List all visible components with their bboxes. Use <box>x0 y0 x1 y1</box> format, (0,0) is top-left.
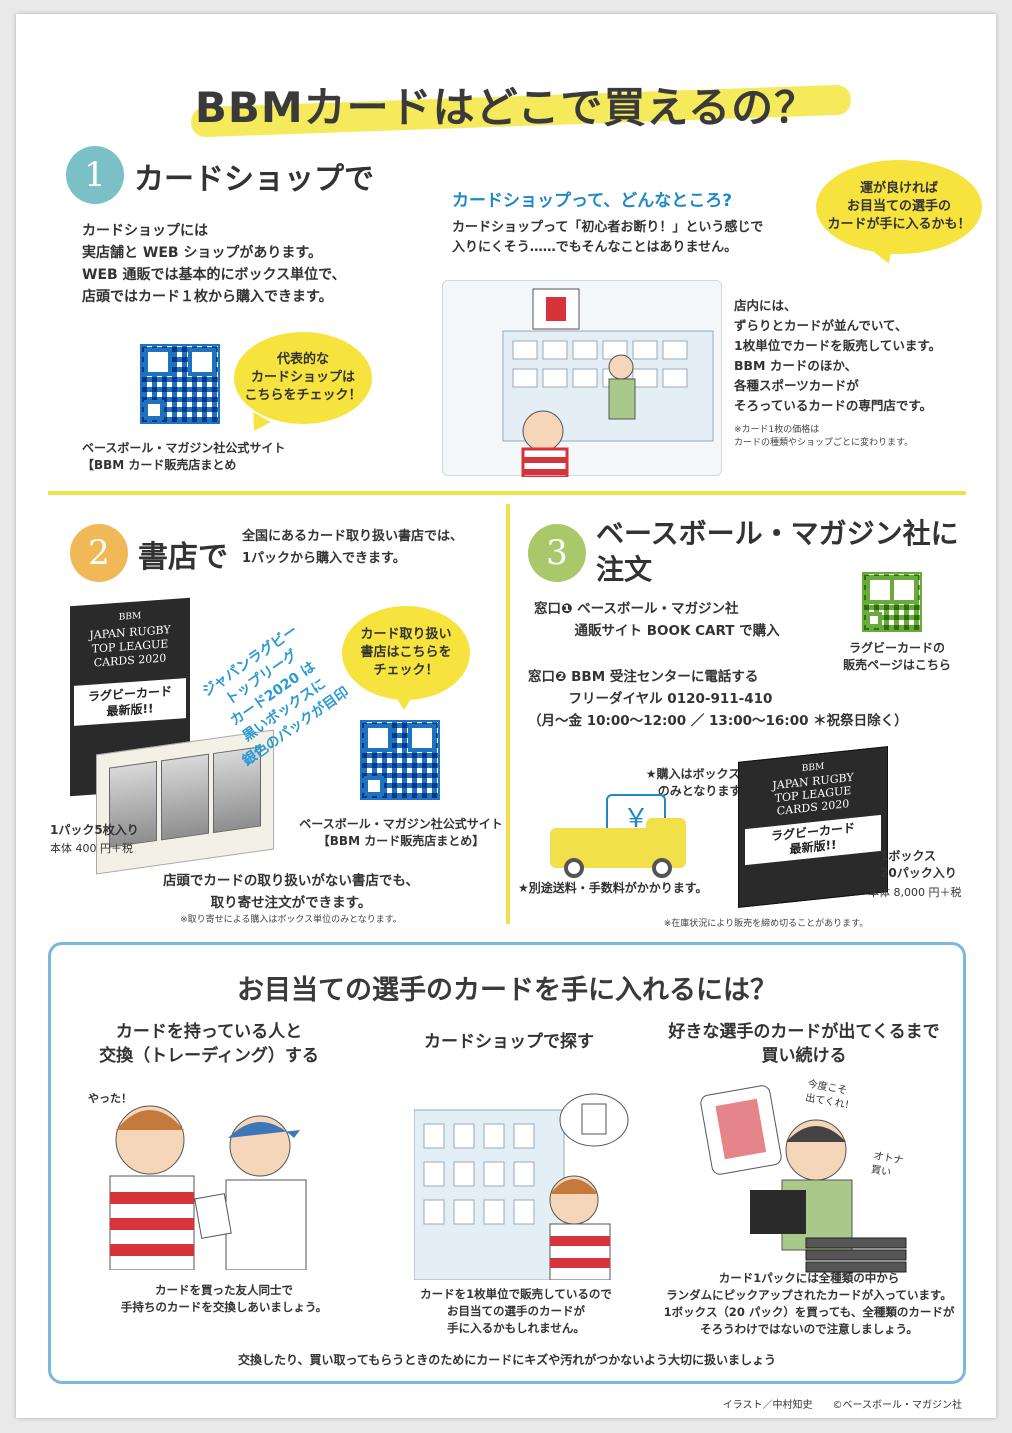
product-box-large: BBM JAPAN RUGBY TOP LEAGUE CARDS 2020 ラグ… <box>738 746 888 908</box>
tip-buy-heading: 好きな選手のカードが出てくるまで 買い続ける <box>668 1022 940 1066</box>
box-buying-illustration <box>696 1070 936 1280</box>
section2-note: ※取り寄せによる購入はボックス単位のみとなります。 <box>180 915 402 925</box>
section3-number: 3 <box>528 524 586 582</box>
section1-qr-caption: ベースボール・マガジン社公式サイト 【BBM カード販売店まとめ <box>82 441 286 472</box>
trading-illustration <box>80 1080 340 1271</box>
section3-note: ※在庫状況により販売を締め切ることがあります。 <box>663 919 869 929</box>
order-window-2: 窓口❷ BBM 受注センターに電話する フリーダイヤル 0120-911-410… <box>528 669 908 729</box>
page-title: BBMカードはどこで買えるの？ <box>194 83 818 132</box>
trading-drawing <box>109 1105 307 1271</box>
shop-description: 店内には、 ずらりとカードが並んでいて、 1枚単位でカードを販売しています。 B… <box>734 298 942 413</box>
pack-info: 1パック5枚入り <box>50 823 139 837</box>
card-search-drawing <box>413 1093 629 1281</box>
tip-shop-heading: カードショップで探す <box>424 1032 594 1052</box>
qr-code-book-cart[interactable] <box>862 572 922 632</box>
qr-code-shops[interactable] <box>140 344 220 424</box>
truck-wheel <box>564 858 584 878</box>
card-shop-drawing <box>502 288 714 479</box>
tip-trade-text: カードを買った友人同士で 手持ちのカードを交換しあいましょう。 <box>120 1283 328 1314</box>
tips-title: お目当ての選手のカードを手に入れるには？ <box>237 975 777 1006</box>
tip-buy-text: カード1パックには全種類の中から ランダムにピックアップされたカードが入っていま… <box>663 1271 955 1336</box>
card-shop-illustration <box>442 280 722 479</box>
shop-title: カードショップって、どんなところ? <box>452 191 733 211</box>
bubble-tail <box>394 694 414 710</box>
box-price: 本体 8,000 円＋税 <box>868 886 962 899</box>
product-name: JAPAN RUGBY TOP LEAGUE CARDS 2020 <box>89 623 171 670</box>
section1-bubble: 代表的な カードショップは こちらをチェック！ <box>234 332 372 424</box>
section2-heading: 書店で <box>138 540 228 575</box>
tips-footer: 交換したり、買い取ってもらうときのためにカードにキズや汚れがつかないよう大切に扱… <box>237 1353 777 1367</box>
section2-body: 全国にあるカード取り扱い書店では、 1パックから購入できます。 <box>242 529 464 566</box>
card-search-illustration <box>413 1090 644 1281</box>
shipping-note: ★別途送料・手数料がかかります。 <box>518 881 708 895</box>
delivery-truck-illustration: ￥ <box>546 792 726 882</box>
tip-trade-heading: カードを持っている人と 交換（トレーディング）する <box>99 1022 319 1066</box>
qr-code-bookstores[interactable] <box>360 720 440 800</box>
box-info: 1ボックス 20パック入り <box>880 849 957 880</box>
divider-vertical <box>506 504 510 924</box>
box-purchase-note: ★購入はボックス単位 のみとなります。 <box>645 767 765 798</box>
bubble-yatta: やった！ <box>88 1092 132 1105</box>
bubble-otona: オトナ 買い <box>870 1150 905 1179</box>
truck-wheel <box>652 858 672 878</box>
silver-pack <box>161 753 209 841</box>
section2-number: 2 <box>70 524 128 582</box>
section1-number: 1 <box>66 146 124 204</box>
box-buying-drawing <box>700 1085 907 1273</box>
section2-footer: 店頭でカードの取り扱いがない書店でも、 取り寄せ注文ができます。 <box>162 873 420 911</box>
section2-bubble: カード取り扱い 書店はこちらを チェック！ <box>342 606 470 700</box>
divider-horizontal <box>48 491 966 495</box>
product-banner: ラグビーカード 最新版!! <box>74 678 186 726</box>
section2-qr-caption: ベースボール・マガジン社公式サイト 【BBM カード販売店まとめ】 <box>299 817 503 848</box>
section3-qr-caption: ラグビーカードの 販売ページはこちら <box>843 641 951 672</box>
section3-heading: ベースボール・マガジン社に 注文 <box>596 517 959 586</box>
shop-body: カードショップって「初心者お断り！」という感じで 入りにくそう……でもそんなこと… <box>452 220 764 255</box>
section1-body: カードショップには 実店舗と WEB ショップがあります。 WEB 通販では基本… <box>82 223 346 305</box>
shop-bubble: 運が良ければ お目当ての選手の カードが手に入るかも！ <box>816 160 982 254</box>
section1-heading: カードショップで <box>134 162 374 197</box>
tips-box <box>48 942 966 1384</box>
flyer-page: BBMカードはどこで買えるの？ 1 カードショップで カードショップには 実店舗… <box>16 14 996 1418</box>
credit-line: イラスト／中村知史 ©ベースボール・マガジン社 <box>722 1400 962 1411</box>
tip-shop-text: カードを1枚単位で販売しているので お目当ての選手のカードが 手に入るかもしれま… <box>420 1287 612 1335</box>
pack-price: 本体 400 円＋税 <box>50 842 133 855</box>
shop-note: ※カード1枚の価格は カードの種類やショップごとに変わります。 <box>734 425 914 448</box>
product-banner: ラグビーカード 最新版!! <box>745 814 881 866</box>
order-window-1: 窓口❶ ベースボール・マガジン社 通販サイト BOOK CART で購入 <box>534 601 780 639</box>
